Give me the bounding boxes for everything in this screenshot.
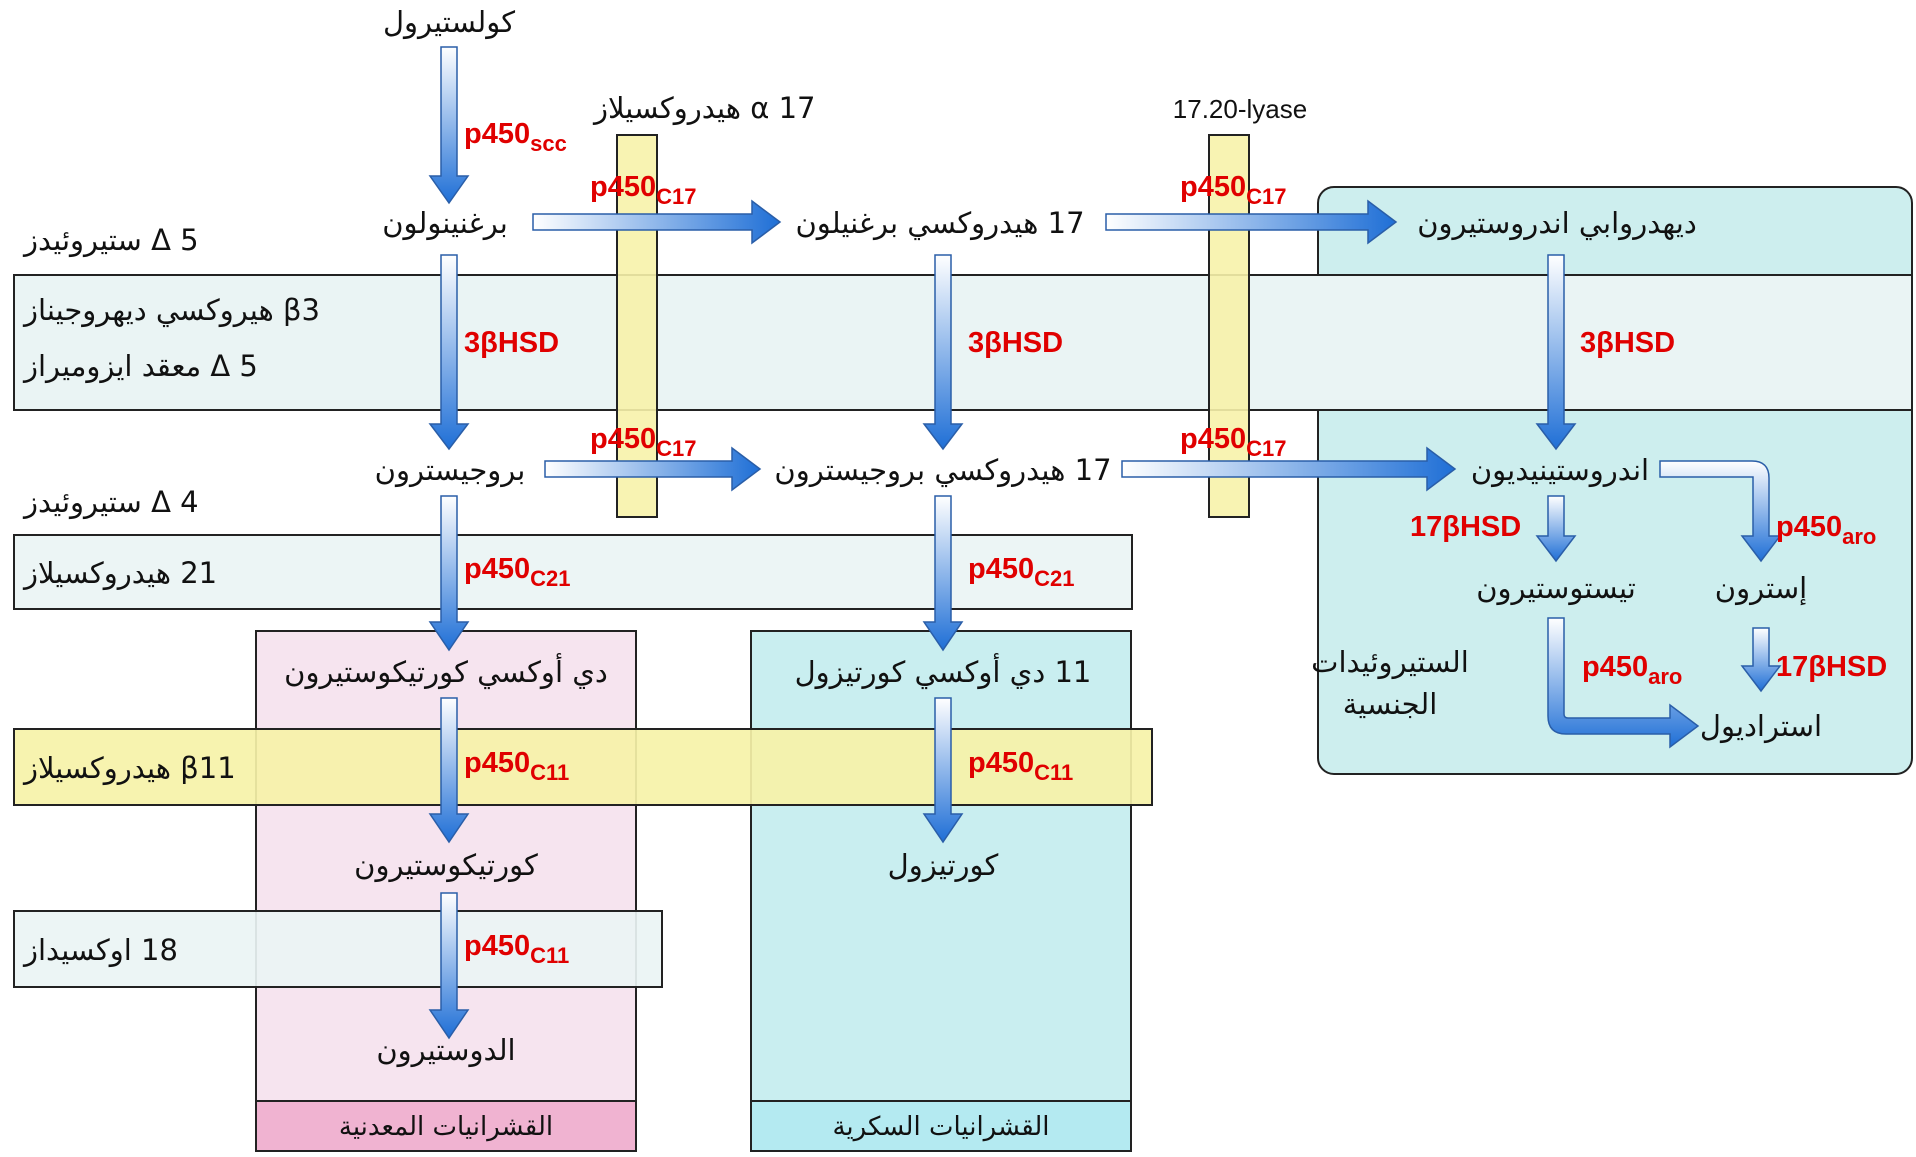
compound-hydroxy-pregnenolone: 17 هيدروكسي برغنيلون xyxy=(795,206,1084,241)
label-21-hydroxylase: 21 هيدروكسيلاز xyxy=(22,556,217,590)
compound-cholesterol: كولستيرول xyxy=(383,5,515,39)
compound-progesterone: بروجيسترون xyxy=(375,453,526,487)
arrow-estrone-estradiol xyxy=(1740,627,1782,693)
label-17-20-lyase: 17.20-lyase xyxy=(1173,94,1307,124)
group-sex-steroids-line1: الستيروئيدات xyxy=(1311,645,1469,679)
compound-deoxycorticosterone: دي أوكسي كورتيكوستيرون xyxy=(284,652,608,690)
footer-glucocorticoids: القشرانيات السكرية xyxy=(832,1112,1049,1142)
arrow-dhea-androstenedione xyxy=(1535,254,1577,451)
compound-corticosterone: كورتيكوستيرون xyxy=(354,848,538,882)
enzyme-p450c21-2: p450C21 xyxy=(968,553,1074,591)
enzyme-p450c11-1: p450C11 xyxy=(464,747,569,785)
enzyme-p450c21-1: p450C21 xyxy=(464,553,570,591)
enzyme-p450c17-2: p450C17 xyxy=(1180,171,1286,209)
enzyme-17bhsd-2: 17βHSD xyxy=(1776,651,1887,683)
compound-testosterone: تيستوستيرون xyxy=(1476,571,1636,605)
group-sex-steroids-line2: الجنسية xyxy=(1343,687,1438,721)
arrow-ohpreg-dhea xyxy=(1105,199,1398,245)
enzyme-p450aro-1: p450aro xyxy=(1776,511,1876,549)
compound-aldosterone: الدوستيرون xyxy=(376,1033,515,1067)
arrow-corticosterone-aldosterone xyxy=(428,892,470,1040)
c17-column-left xyxy=(616,134,658,518)
enzyme-17bhsd-1: 17βHSD xyxy=(1410,511,1521,543)
enzyme-3bhsd-3: 3βHSD xyxy=(1580,327,1675,359)
compound-hydroxy-progesterone: 17 هيدروكسي بروجيسترون xyxy=(774,453,1111,488)
compound-estradiol: استراديول xyxy=(1700,709,1822,743)
enzyme-p450aro-2: p450aro xyxy=(1582,651,1682,689)
label-delta5-steroids: Δ 5 ستيروئيدز xyxy=(22,223,199,257)
arrow-androstenedione-estrone xyxy=(1659,460,1782,563)
arrow-cholesterol-pregnenolone xyxy=(428,46,470,205)
label-18-oxidase: 18 اوكسيداز xyxy=(22,933,178,967)
footer-mineralocorticoids: القشرانيات المعدنية xyxy=(339,1112,553,1142)
compound-cortisol: كورتيزول xyxy=(888,848,999,882)
arrow-ohpreg-ohprog xyxy=(922,254,964,451)
label-3b-hsd-line1: β3 هيروكسي ديهروجيناز xyxy=(22,293,320,328)
compound-estrone: إسترون xyxy=(1715,571,1807,606)
arrow-doc-corticosterone xyxy=(428,697,470,844)
label-11b-hydroxylase: β11 هيدروكسيلاز xyxy=(22,751,236,785)
label-17a-hydroxylase: 17 α هيدروكسيلاز xyxy=(592,91,815,125)
enzyme-3bhsd-1: 3βHSD xyxy=(464,327,559,359)
arrow-androstenedione-testosterone xyxy=(1535,495,1577,563)
compound-androstenedione: اندروستينيديون xyxy=(1471,453,1649,487)
oxidase18-band xyxy=(13,910,663,988)
arrow-pregnenolone-ohpreg xyxy=(532,199,782,245)
compound-dhea: ديهدروابي اندروستيرون xyxy=(1417,206,1697,241)
glucocorticoid-footer xyxy=(750,1100,1132,1152)
enzyme-3bhsd-2: 3βHSD xyxy=(968,327,1063,359)
arrow-progesterone-doc xyxy=(428,495,470,652)
hsd-band xyxy=(13,274,1913,411)
arrow-ohprog-androstenedione xyxy=(1121,446,1457,492)
enzyme-p450scc: p450scc xyxy=(464,118,567,156)
compound-deoxycortisol: 11 دي أوكسي كورتيزول xyxy=(795,652,1092,690)
enzyme-p450c17-3: p450C17 xyxy=(590,423,696,461)
arrow-testosterone-estradiol xyxy=(1547,617,1700,749)
enzyme-p450c17-4: p450C17 xyxy=(1180,423,1286,461)
enzyme-p450c11-3: p450C11 xyxy=(464,930,569,968)
compound-pregnenolone: برغنينولون xyxy=(382,206,508,240)
arrow-pregnenolone-progesterone xyxy=(428,254,470,451)
label-3b-hsd-line2: Δ 5 معقد ايزوميراز xyxy=(22,349,258,383)
hydroxylase11-band xyxy=(13,728,1153,806)
c17-column-right xyxy=(1208,134,1250,518)
label-delta4-steroids: Δ 4 ستيروئيدز xyxy=(22,485,199,519)
arrow-ohprog-deoxycortisol xyxy=(922,495,964,652)
enzyme-p450c11-2: p450C11 xyxy=(968,747,1073,785)
mineralocorticoid-footer xyxy=(255,1100,637,1152)
enzyme-p450c17-1: p450C17 xyxy=(590,171,696,209)
arrow-progesterone-ohprog xyxy=(544,446,762,492)
arrow-deoxycortisol-cortisol xyxy=(922,697,964,844)
